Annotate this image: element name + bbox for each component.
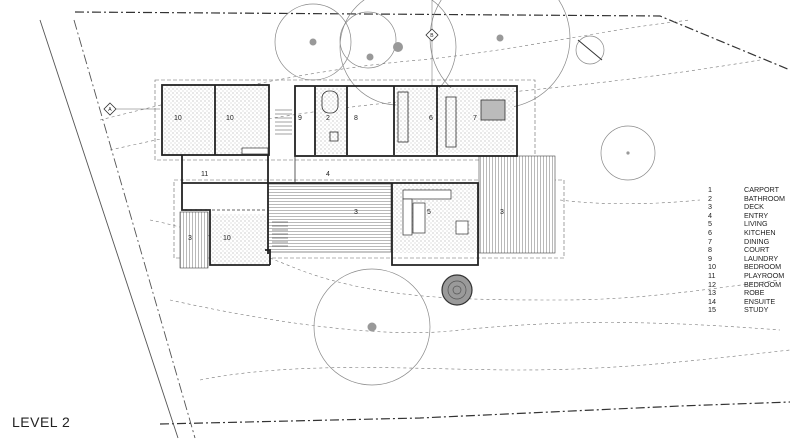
room-dining: [438, 88, 514, 153]
room-bed-c: [210, 214, 270, 264]
room-labels: 10 10 9 2 8 6 7 11 4 3 10 3 5 3: [174, 115, 504, 242]
deck-main: [267, 183, 392, 253]
deck-right: [478, 155, 556, 254]
legend-label: STUDY: [744, 305, 769, 315]
legend-label: COURT: [744, 245, 770, 255]
site-boundary: [74, 11, 791, 425]
legend-label: ENTRY: [744, 210, 769, 220]
room-label-bed-a: 10: [174, 115, 182, 122]
room-label-entry: 4: [326, 171, 330, 178]
legend-label: CARPORT: [744, 185, 780, 194]
legend-number: 3: [708, 202, 712, 212]
svg-text:A: A: [108, 107, 112, 113]
legend-number: 15: [708, 305, 716, 315]
legend-label: DINING: [744, 236, 770, 246]
legend-row: 15 STUDY: [708, 306, 798, 315]
room-bed-b: [216, 86, 268, 154]
legend-row: 6 KITCHEN: [708, 227, 798, 238]
legend-label: ROBE: [744, 288, 765, 298]
section-marker-b: B: [425, 28, 439, 42]
legend-number: 14: [708, 296, 716, 306]
room-label-bed-b: 10: [226, 115, 234, 122]
legend-row: 4 ENTRY: [708, 210, 798, 221]
room-label-deck-left: 3: [188, 235, 192, 242]
room-label-bed-c: 10: [223, 235, 231, 242]
legend-number: 12: [708, 279, 716, 289]
legend-number: 5: [708, 219, 712, 229]
legend-number: 8: [708, 245, 712, 255]
thin-walls: [182, 90, 506, 211]
legend-row: 8 COURT: [708, 246, 798, 255]
legend-label: BEDROOM: [744, 262, 782, 272]
legend-row: 9 LAUNDRY: [708, 253, 798, 264]
room-label-laundry: 9: [298, 115, 302, 122]
north-mark: [577, 39, 603, 61]
furniture: [241, 147, 469, 236]
legend-number: 11: [708, 270, 716, 280]
room-label-dining: 7: [473, 115, 477, 122]
deck-left: [179, 211, 209, 269]
legend-row: 11 PLAYROOM: [708, 270, 798, 281]
legend-row: 3 DECK: [708, 203, 798, 212]
legend-number: 9: [708, 253, 712, 263]
svg-text:B: B: [430, 33, 434, 39]
legend-row: 13 ROBE: [708, 289, 798, 298]
room-label-playroom: 11: [201, 171, 208, 178]
legend-label: ENSUITE: [744, 296, 776, 306]
room-bath: [316, 88, 346, 154]
legend-row: 14 ENSUITE: [708, 296, 798, 307]
legend-label: LAUNDRY: [744, 253, 779, 263]
legend-row: 1 CARPORT: [708, 185, 798, 195]
legend-label: BATHROOM: [744, 193, 785, 203]
walls: [161, 84, 518, 266]
legend-row: 7 DINING: [708, 236, 798, 247]
legend-number: 13: [708, 288, 716, 298]
room-label-court: 8: [354, 115, 358, 122]
legend-number: 10: [708, 262, 716, 272]
tree-trunks: [309, 34, 630, 332]
legend-label: LIVING: [744, 219, 768, 229]
legend-label: PLAYROOM: [744, 270, 785, 280]
room-label-deck-main: 3: [354, 209, 358, 216]
legend-row: 10 BEDROOM: [708, 263, 798, 272]
room-label-kitchen: 6: [429, 115, 433, 122]
legend-label: DECK: [744, 202, 764, 212]
legend-row: 5 LIVING: [708, 220, 798, 229]
road-edges: [39, 19, 196, 439]
legend-row: 2 BATHROOM: [708, 193, 798, 204]
roof-outline: [154, 79, 565, 259]
legend-label: BEDROOM: [744, 279, 782, 289]
legend-number: 7: [708, 236, 712, 246]
legend-number: 1: [708, 185, 712, 194]
legend-label: KITCHEN: [744, 227, 776, 237]
legend-row: 12 BEDROOM: [708, 279, 798, 290]
tree-feature: [441, 274, 473, 306]
room-label-living: 5: [427, 209, 431, 216]
room-label-bath: 2: [326, 115, 330, 122]
legend-number: 4: [708, 210, 712, 220]
stairs: [272, 109, 292, 247]
room-label-deck-right: 3: [500, 209, 504, 216]
legend-number: 6: [708, 227, 712, 237]
legend-number: 2: [708, 193, 712, 203]
axis-lines: [116, 0, 433, 110]
level-title: LEVEL 2: [12, 414, 71, 430]
section-marker-a: A: [103, 102, 117, 116]
room-bed-a: [163, 86, 213, 154]
